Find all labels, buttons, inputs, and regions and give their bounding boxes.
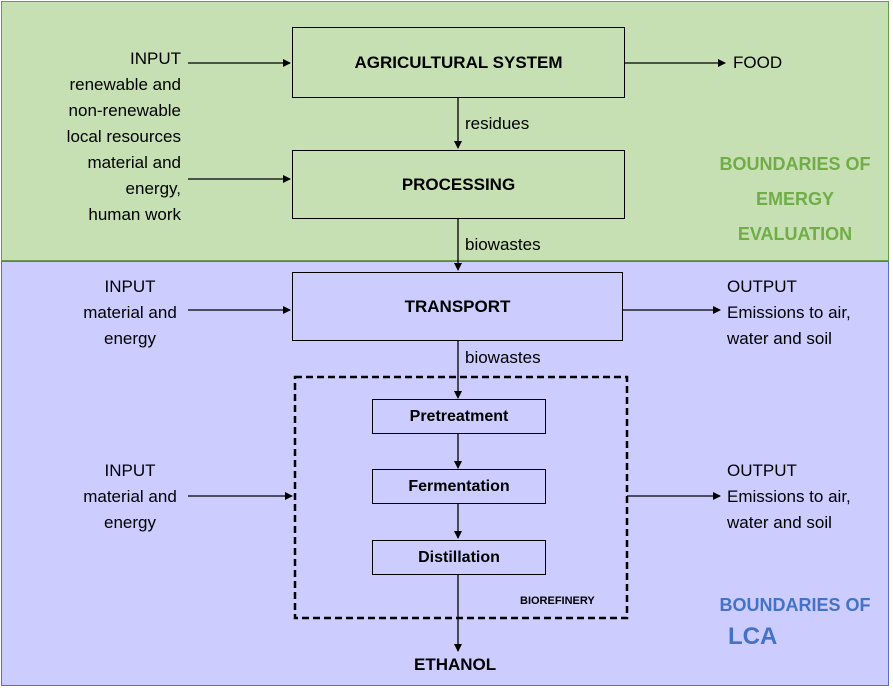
output2-line: water and soil — [727, 513, 832, 532]
emergy-boundary-line: EVALUATION — [737, 224, 853, 244]
input1-label: INPUT — [130, 49, 181, 68]
residues-label: residues — [465, 114, 530, 133]
distillation-box: Distillation — [372, 540, 546, 575]
input3-line: energy — [104, 513, 156, 532]
input3-line: material and — [83, 487, 177, 506]
emergy-boundary-line: BOUNDARIES OF — [719, 154, 871, 174]
input3-label: INPUT — [104, 461, 156, 480]
input1-line: material and — [87, 153, 181, 172]
input1-line: energy, — [125, 179, 181, 198]
output2-line: Emissions to air, — [727, 487, 851, 506]
output1-line: Emissions to air, — [727, 303, 851, 322]
food-output-label: FOOD — [733, 53, 783, 72]
output2-block: OUTPUT Emissions to air, water and soil — [727, 458, 851, 536]
input3-block: INPUT material and energy — [50, 458, 210, 536]
biorefinery-boundary — [293, 375, 629, 620]
emergy-boundary-label: BOUNDARIES OF EMERGY EVALUATION — [700, 147, 890, 252]
pretreatment-box: Pretreatment — [372, 399, 546, 434]
biowastes-label-2: biowastes — [465, 348, 541, 367]
input1-line: human work — [88, 205, 181, 224]
ethanol-output-label: ETHANOL — [414, 655, 497, 674]
input1-line: renewable and — [69, 75, 181, 94]
lca-boundary-line: BOUNDARIES OF — [719, 595, 871, 615]
transport-box: TRANSPORT — [292, 272, 623, 341]
input1-line: non-renewable — [68, 101, 181, 120]
output1-block: OUTPUT Emissions to air, water and soil — [727, 274, 851, 352]
output2-label: OUTPUT — [727, 461, 797, 480]
input2-line: material and — [83, 303, 177, 322]
input1-block: INPUT renewable and non-renewable local … — [67, 46, 181, 228]
lca-boundary-label: BOUNDARIES OF LCA — [700, 589, 890, 653]
emergy-boundary-line: EMERGY — [755, 189, 834, 209]
lca-boundary-line: LCA — [728, 623, 778, 650]
output1-label: OUTPUT — [727, 277, 797, 296]
biowastes-label-1: biowastes — [465, 235, 541, 254]
processing-box: PROCESSING — [292, 150, 625, 219]
output1-line: water and soil — [727, 329, 832, 348]
input2-block: INPUT material and energy — [50, 274, 210, 352]
biorefinery-label: BIOREFINERY — [520, 595, 595, 607]
agricultural-system-box: AGRICULTURAL SYSTEM — [292, 27, 625, 98]
input2-label: INPUT — [104, 277, 156, 296]
input2-line: energy — [104, 329, 156, 348]
input1-line: local resources — [66, 127, 181, 146]
fermentation-box: Fermentation — [372, 469, 546, 504]
